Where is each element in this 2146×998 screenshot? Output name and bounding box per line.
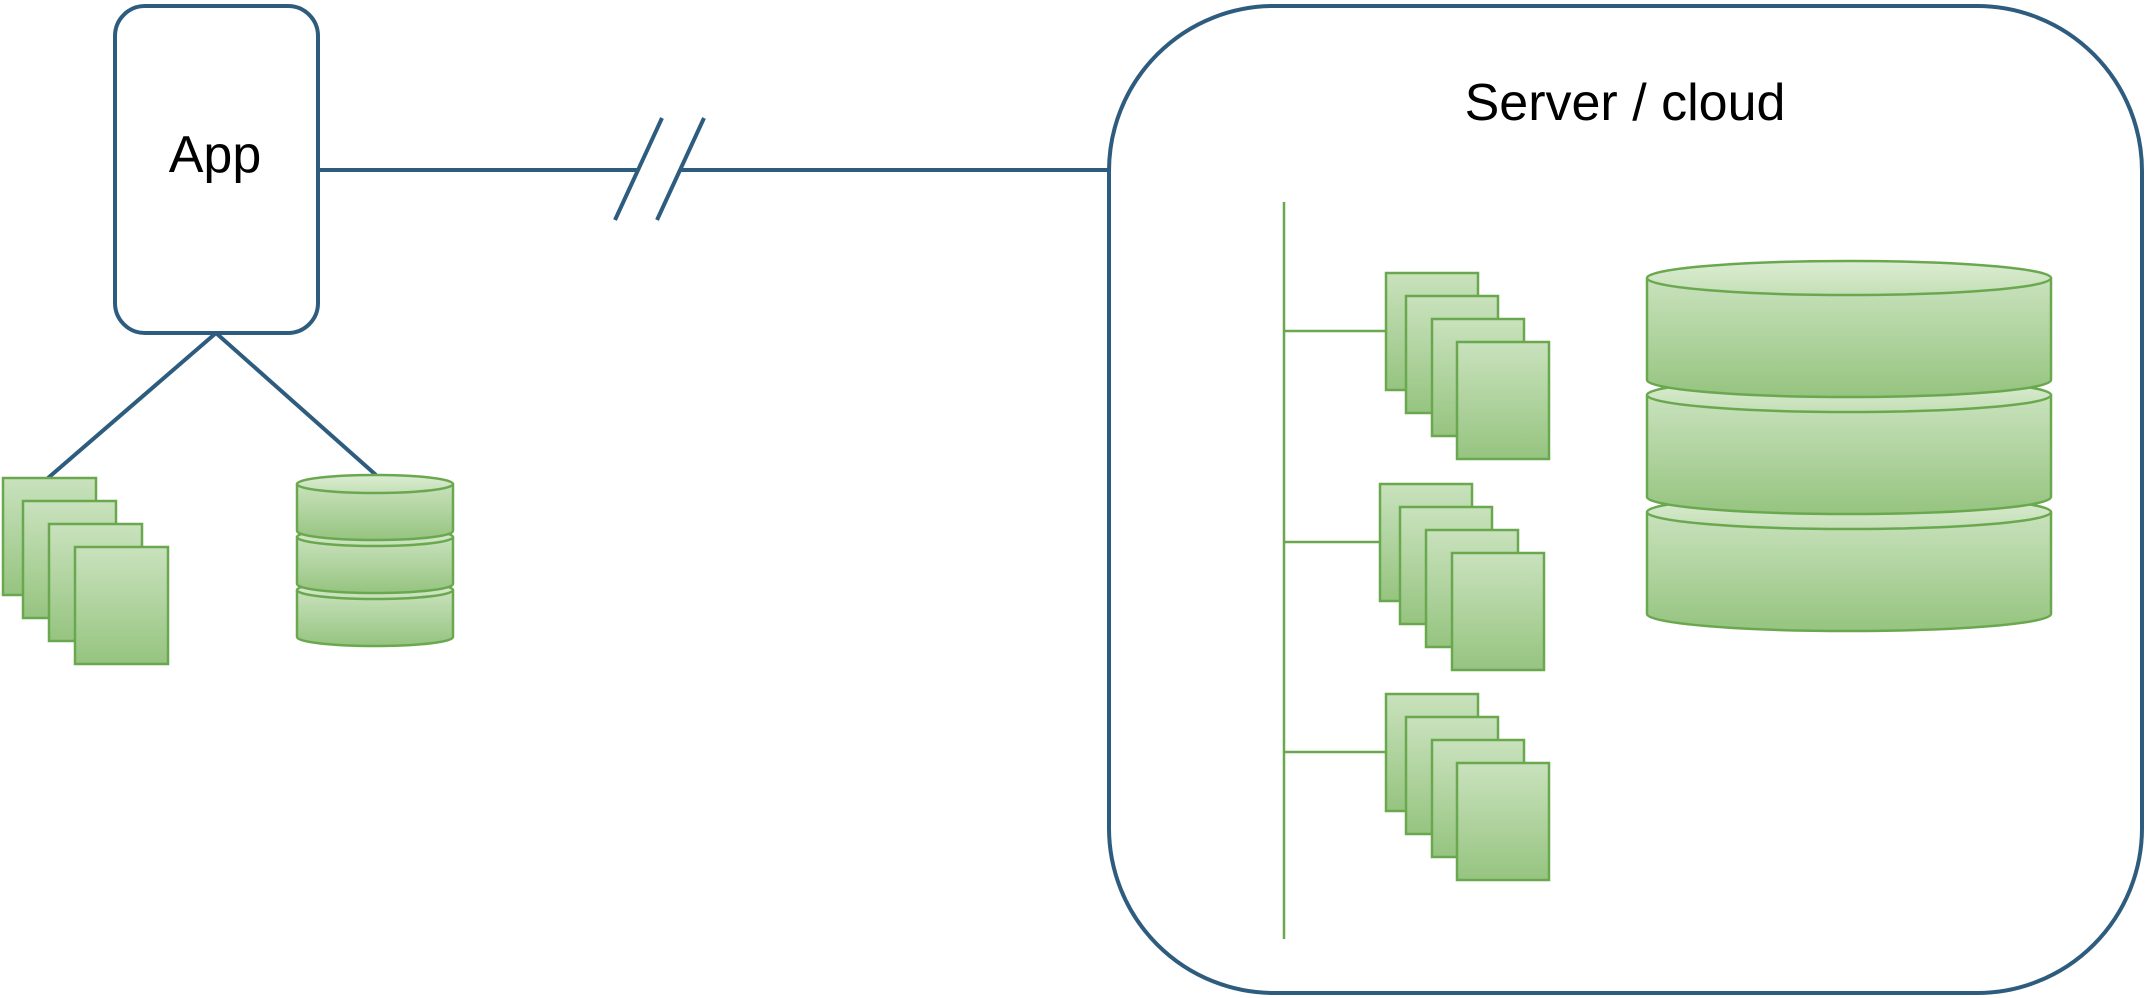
local-document-stack-icon: [1, 476, 170, 666]
local-database-icon: [295, 473, 455, 648]
app-label: App: [169, 126, 262, 184]
server-document-stack-icon: [1384, 271, 1551, 461]
server-label: Server / cloud: [1465, 74, 1786, 132]
server-bus: [1282, 202, 1386, 939]
server-document-stack-icon: [1384, 692, 1551, 882]
server-database-icon: [1645, 259, 2053, 633]
app-server-connection: [318, 117, 1109, 221]
app-node: App: [113, 4, 320, 335]
break-marker-icon: [613, 117, 706, 221]
server-node: Server / cloud: [1107, 4, 2144, 995]
app-local-connectors: [46, 331, 378, 480]
server-document-stack-icon: [1378, 482, 1546, 672]
